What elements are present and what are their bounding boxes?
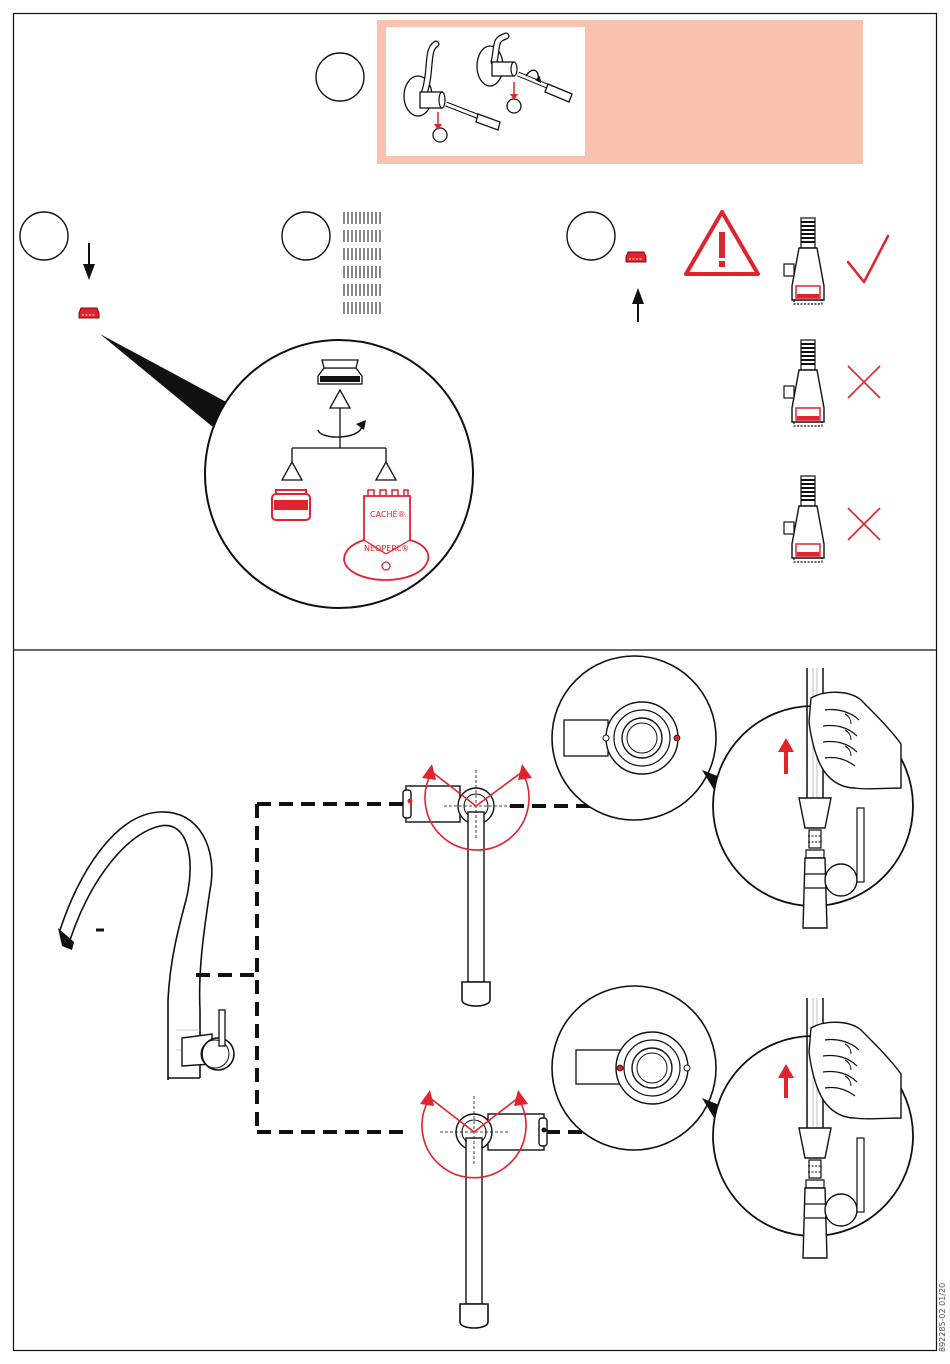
aerator-part — [79, 308, 99, 318]
cross-icon — [848, 508, 880, 540]
connector-face-detail-bottom — [552, 986, 716, 1150]
down-arrow — [83, 243, 95, 280]
document-code: 892285-02 01/20 — [938, 1283, 947, 1352]
connector-face-detail-top — [552, 656, 716, 820]
spray-head-wrong-1 — [784, 340, 824, 426]
aerator-part-reinsert — [626, 252, 646, 262]
spray-head-correct — [784, 218, 824, 304]
checkmark-icon — [848, 236, 888, 282]
step-circle-1 — [316, 53, 364, 101]
step-circle-3 — [282, 212, 330, 260]
hose-rotation-bottom — [420, 1090, 547, 1328]
step-circle-4 — [567, 212, 615, 260]
hose-rotation-top — [403, 764, 532, 1006]
zoom-pointer — [100, 334, 230, 428]
cross-icon — [848, 366, 880, 398]
water-flow-icon — [344, 212, 380, 314]
spray-head-wrong-2 — [784, 476, 824, 562]
up-arrow — [632, 288, 644, 322]
warning-triangle-icon — [686, 212, 758, 274]
neoperl-label: NEOPERL® — [364, 544, 409, 553]
cache-label: CACHÉ® — [370, 508, 406, 519]
kitchen-faucet — [58, 812, 234, 1080]
step-circle-2 — [20, 212, 68, 260]
dashed-connector — [196, 804, 592, 1132]
